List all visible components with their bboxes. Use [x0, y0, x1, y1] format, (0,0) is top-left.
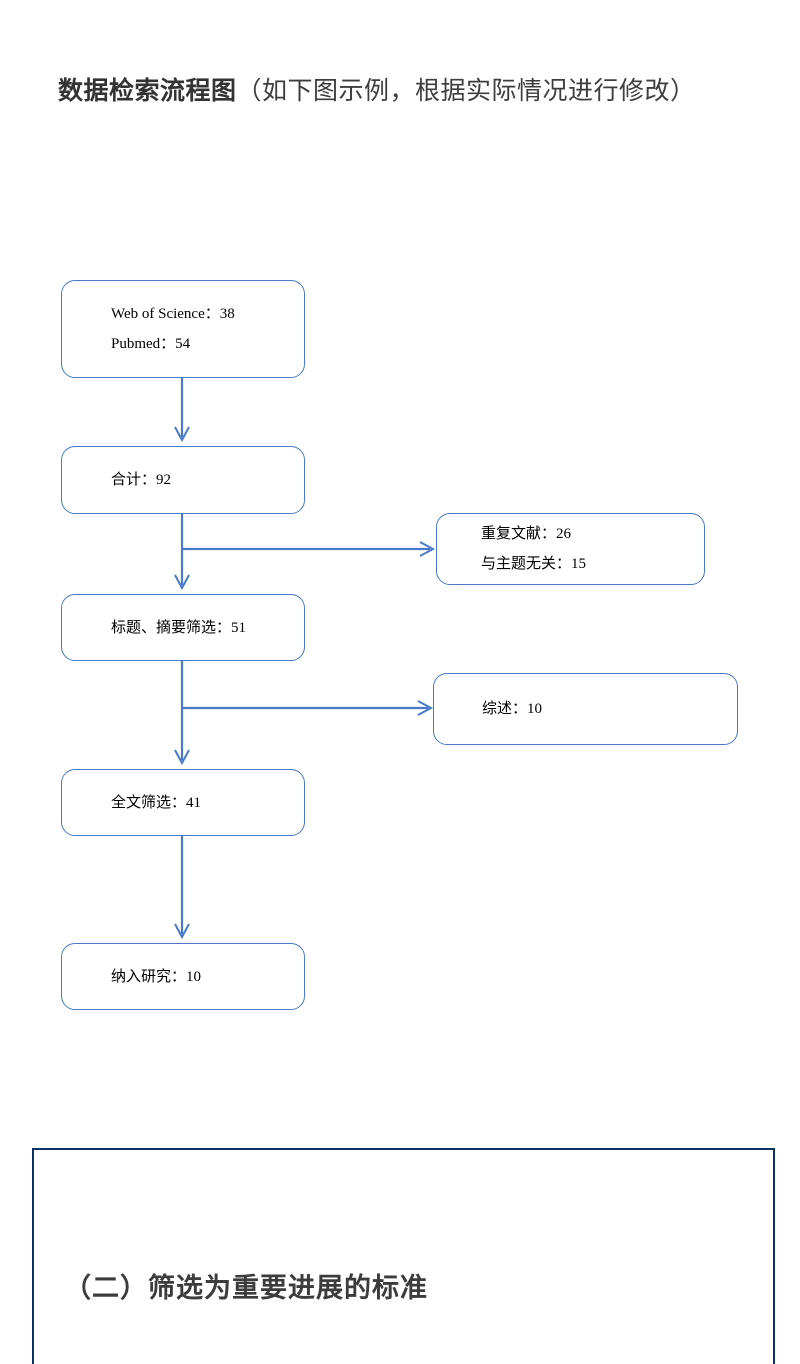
- flow-node-included-line-1: 纳入研究：10: [111, 968, 202, 985]
- data-retrieval-flowchart: Web of Science：38 Pubmed：54 合计：92 重复文献：2…: [61, 280, 738, 1010]
- flow-node-sources-line-1: Web of Science：38: [111, 306, 235, 322]
- flow-node-title-abstract-screening-lines: 标题、摘要筛选：51: [62, 613, 304, 643]
- flow-node-excluded-duplicates[interactable]: 重复文献：26 与主题无关：15: [436, 513, 705, 585]
- page-title: 数据检索流程图（如下图示例，根据实际情况进行修改）: [58, 60, 758, 122]
- flow-node-title-abstract-screening-line-1: 标题、摘要筛选：51: [111, 619, 247, 636]
- flow-node-excluded-reviews-lines: 综述：10: [434, 694, 737, 724]
- flow-node-excluded-duplicates-line-1: 重复文献：26: [481, 526, 572, 542]
- flow-node-sources[interactable]: Web of Science：38 Pubmed：54: [61, 280, 305, 378]
- page-title-bold: 数据检索流程图: [58, 77, 237, 105]
- flow-node-sources-lines: Web of Science：38 Pubmed：54: [62, 299, 304, 359]
- arrowhead-down-total: [174, 426, 190, 443]
- flow-node-included-lines: 纳入研究：10: [62, 962, 304, 992]
- flow-node-included[interactable]: 纳入研究：10: [61, 943, 305, 1010]
- flow-node-fulltext-screening-lines: 全文筛选：41: [62, 788, 304, 818]
- flow-node-excluded-duplicates-lines: 重复文献：26 与主题无关：15: [437, 519, 704, 579]
- flow-node-excluded-duplicates-line-2: 与主题无关：15: [481, 556, 587, 572]
- flow-node-total-lines: 合计：92: [62, 465, 304, 495]
- flow-node-total-line-1: 合计：92: [111, 472, 172, 488]
- flow-node-fulltext-screening-line-1: 全文筛选：41: [111, 794, 202, 811]
- page-title-note: （如下图示例，根据实际情况进行修改）: [236, 77, 696, 105]
- arrowhead-right-excluded-rev: [417, 700, 434, 716]
- section-heading: （二）筛选为重要进展的标准: [64, 1273, 428, 1303]
- flow-node-title-abstract-screening[interactable]: 标题、摘要筛选：51: [61, 594, 305, 661]
- flow-node-excluded-reviews[interactable]: 综述：10: [433, 673, 738, 745]
- arrowhead-down-included: [174, 923, 190, 940]
- flow-node-excluded-reviews-line-1: 综述：10: [482, 701, 543, 717]
- arrowhead-down-fulltext: [174, 749, 190, 766]
- flow-node-total[interactable]: 合计：92: [61, 446, 305, 514]
- arrowhead-down-screening: [174, 574, 190, 591]
- arrowhead-right-excluded-dup: [419, 541, 436, 557]
- criteria-section-box: （二）筛选为重要进展的标准: [32, 1148, 775, 1364]
- flow-node-fulltext-screening[interactable]: 全文筛选：41: [61, 769, 305, 836]
- flow-node-sources-line-2: Pubmed：54: [111, 336, 191, 352]
